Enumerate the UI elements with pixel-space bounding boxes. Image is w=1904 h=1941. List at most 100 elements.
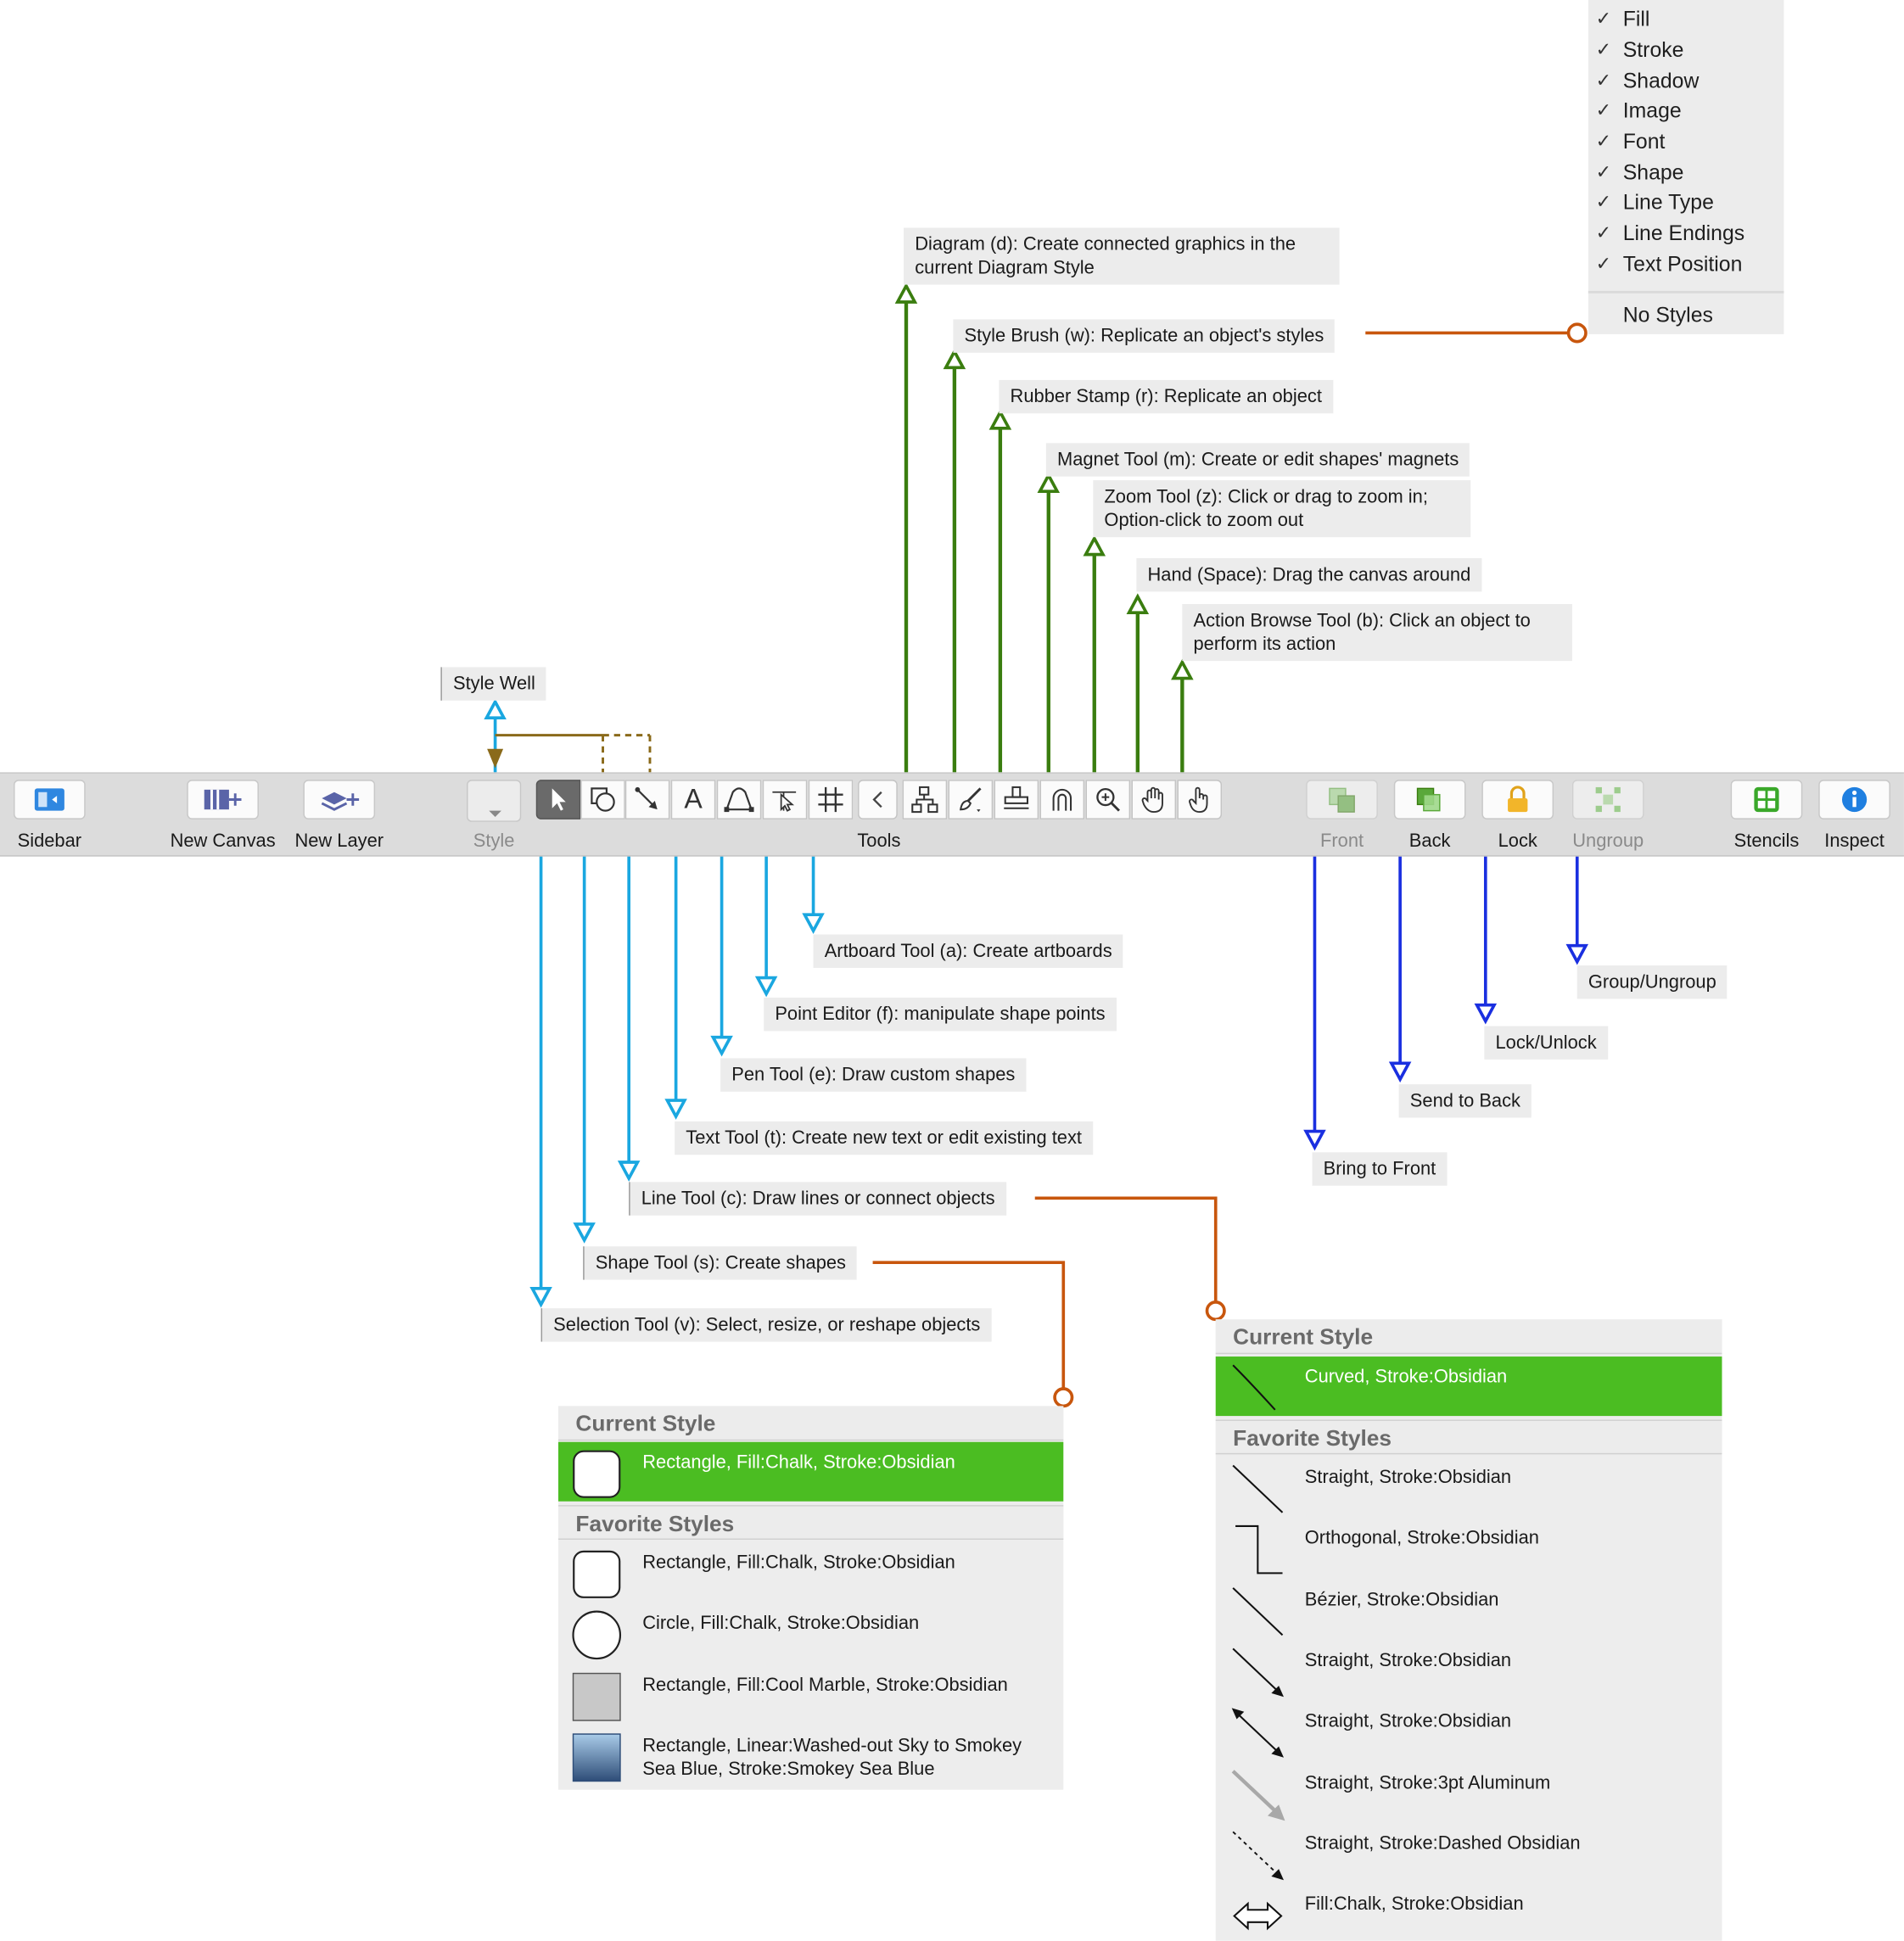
favorite-line-style[interactable]: Bézier, Stroke:Obsidian	[1216, 1580, 1722, 1639]
new-layer-button[interactable]	[303, 780, 376, 819]
new-canvas-icon	[204, 789, 242, 810]
new-layer-label: New Layer	[294, 830, 384, 852]
favorite-styles-heading: Favorite Styles	[1215, 1419, 1722, 1455]
favorite-line-style[interactable]: Straight, Stroke:3pt Aluminum	[1216, 1763, 1722, 1822]
orthogonal-line-swatch-icon	[1235, 1524, 1283, 1575]
checkmark-icon: ✓	[1595, 222, 1612, 244]
selection-tool[interactable]	[535, 780, 581, 819]
favorite-shape-style[interactable]: Circle, Fill:Chalk, Stroke:Obsidian	[558, 1603, 1063, 1662]
collapse-tools-button[interactable]	[858, 780, 898, 819]
artboard-tool[interactable]	[808, 780, 854, 819]
front-label: Front	[1320, 830, 1364, 852]
hand-callout: Hand (Space): Drag the canvas around	[1136, 558, 1482, 592]
sidebar-button[interactable]	[14, 780, 86, 819]
rubber-stamp-tool[interactable]	[994, 780, 1039, 819]
diagram-icon	[911, 786, 938, 814]
magnet-tool[interactable]	[1039, 780, 1085, 819]
checkmark-icon: ✓	[1595, 254, 1612, 275]
lock-label: Lock	[1498, 830, 1537, 852]
back-label: Back	[1408, 830, 1451, 852]
lock-unlock-callout: Lock/Unlock	[1484, 1026, 1608, 1060]
new-canvas-label: New Canvas	[170, 830, 276, 852]
current-shape-style[interactable]: Rectangle, Fill:Chalk, Stroke:Obsidian	[558, 1441, 1064, 1502]
favorite-line-style[interactable]: Straight, Stroke:Dashed Obsidian	[1216, 1823, 1722, 1882]
favorite-shape-style[interactable]: Rectangle, Fill:Chalk, Stroke:Obsidian	[558, 1542, 1063, 1602]
stencils-grid-icon	[1754, 786, 1779, 813]
circle-swatch-icon	[572, 1610, 622, 1660]
diagram-arrows	[894, 282, 1194, 773]
menu-connectors	[872, 322, 1588, 1408]
menu-item-shadow[interactable]: ✓Shadow	[1595, 69, 1700, 93]
magnet-icon	[1052, 788, 1072, 811]
new-canvas-button[interactable]	[187, 780, 259, 819]
menu-item-shape[interactable]: ✓Shape	[1595, 160, 1684, 185]
stencils-button[interactable]	[1730, 780, 1803, 819]
text-tool[interactable]: A	[670, 780, 716, 819]
style-well-button[interactable]	[467, 780, 522, 822]
checkmark-icon: ✓	[1595, 39, 1612, 61]
current-style-heading: Current Style	[1215, 1319, 1722, 1355]
pen-tool[interactable]	[716, 780, 762, 819]
artboard-grid-icon	[818, 786, 843, 813]
menu-separator	[1588, 290, 1784, 294]
send-to-back-icon	[1416, 787, 1441, 812]
ungroup-button[interactable]	[1571, 780, 1644, 819]
shape-icon	[591, 787, 615, 812]
favorite-line-style[interactable]: Straight, Stroke:Obsidian	[1216, 1457, 1722, 1516]
aluminum-arrow-swatch-icon	[1231, 1770, 1285, 1821]
point-editor-tool[interactable]	[762, 780, 808, 819]
inspect-label: Inspect	[1824, 830, 1884, 852]
send-to-back-callout: Send to Back	[1398, 1084, 1532, 1118]
rounded-rect-swatch-icon	[573, 1450, 621, 1498]
style-brush-tool[interactable]	[948, 780, 994, 819]
checkmark-icon: ✓	[1595, 131, 1612, 153]
line-tool[interactable]	[624, 780, 670, 819]
straight-line-swatch-icon	[1232, 1464, 1284, 1513]
inspect-button[interactable]	[1818, 780, 1890, 819]
favorite-line-style[interactable]: Fill:Chalk, Stroke:Obsidian	[1216, 1884, 1722, 1941]
menu-item-line-endings[interactable]: ✓Line Endings	[1595, 221, 1745, 245]
line-icon	[635, 786, 658, 810]
menu-item-line-type[interactable]: ✓Line Type	[1595, 190, 1714, 215]
chevron-down-icon	[489, 810, 501, 817]
current-line-style[interactable]: Curved, Stroke:Obsidian	[1215, 1356, 1722, 1417]
menu-item-stroke[interactable]: ✓Stroke	[1595, 38, 1684, 62]
pointer-arrow-icon	[552, 788, 566, 811]
front-button[interactable]	[1306, 780, 1378, 819]
stamp-icon	[1004, 786, 1029, 809]
diagram-tool[interactable]	[902, 780, 948, 819]
hand-icon	[1141, 786, 1163, 814]
favorite-shape-style[interactable]: Rectangle, Linear:Washed-out Sky to Smok…	[558, 1726, 1063, 1787]
back-button[interactable]	[1393, 780, 1466, 819]
action-browse-tool[interactable]	[1177, 780, 1223, 819]
menu-item-font[interactable]: ✓Font	[1595, 130, 1666, 154]
info-icon	[1841, 786, 1868, 813]
style-well-connector	[487, 734, 652, 773]
brush-icon	[960, 787, 982, 813]
lock-button[interactable]	[1481, 780, 1554, 819]
menu-item-image[interactable]: ✓Image	[1595, 98, 1682, 123]
toolbar: Sidebar New Canvas New Layer Style A	[0, 772, 1904, 857]
shape-tool[interactable]	[580, 780, 625, 819]
arrow-line-swatch-icon	[1232, 1647, 1284, 1698]
bring-to-front-icon	[1329, 787, 1355, 813]
chevron-left-icon	[872, 791, 882, 808]
checkmark-icon: ✓	[1595, 100, 1612, 121]
menu-item-no-styles[interactable]: No Styles	[1622, 303, 1713, 327]
text-a-icon: A	[684, 783, 703, 815]
zoom-tool[interactable]	[1085, 780, 1131, 819]
text-callout: Text Tool (t): Create new text or edit e…	[675, 1121, 1094, 1155]
hand-tool[interactable]	[1131, 780, 1177, 819]
new-layer-icon	[321, 792, 360, 811]
menu-item-fill[interactable]: ✓Fill	[1595, 7, 1650, 31]
zoom-callout: Zoom Tool (z): Click or drag to zoom in;…	[1093, 480, 1471, 538]
checkmark-icon: ✓	[1595, 8, 1612, 31]
favorite-line-style[interactable]: Straight, Stroke:Obsidian	[1216, 1701, 1722, 1760]
favorite-line-style[interactable]: Straight, Stroke:Obsidian	[1216, 1640, 1722, 1699]
favorite-line-style[interactable]: Orthogonal, Stroke:Obsidian	[1216, 1518, 1722, 1577]
double-arrow-line-swatch-icon	[1231, 1708, 1284, 1758]
menu-item-text-position[interactable]: ✓Text Position	[1595, 252, 1743, 277]
favorite-shape-style[interactable]: Rectangle, Fill:Cool Marble, Stroke:Obsi…	[558, 1664, 1063, 1724]
group-ungroup-callout: Group/Ungroup	[1576, 965, 1728, 999]
